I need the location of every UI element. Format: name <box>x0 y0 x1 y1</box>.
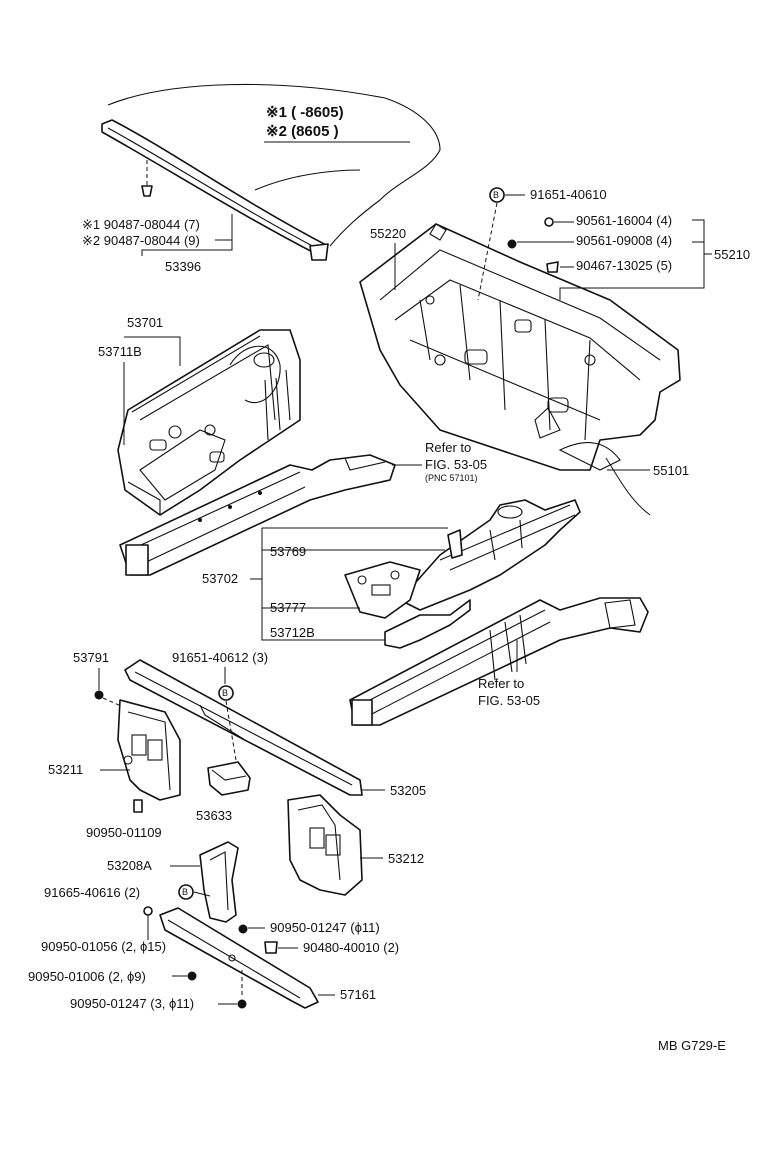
member-53712B <box>384 599 471 649</box>
bracket-53633 <box>207 761 251 796</box>
label-91665-40616: 91665-40616 (2) <box>44 885 140 900</box>
radiator-side-53212 <box>287 794 363 896</box>
label-55220: 55220 <box>370 226 406 241</box>
nut-icon-90950-01247-b <box>237 999 247 1009</box>
refer-1-line3: (PNC 57101) <box>425 473 478 483</box>
label-91651-40610: 91651-40610 <box>530 187 607 202</box>
label-90950-01109: 90950-01109 <box>86 825 162 840</box>
label-53769: 53769 <box>270 544 306 559</box>
label-90467-13025: 90467-13025 (5) <box>576 258 672 273</box>
nut-icon-90950-01006 <box>187 971 197 981</box>
label-53211: 53211 <box>48 762 83 777</box>
label-55101: 55101 <box>653 463 689 478</box>
leader-91665 <box>193 891 211 897</box>
refer-2-line1: Refer to <box>478 676 524 691</box>
legend-line-2: ※2 (8605 ) <box>266 123 339 140</box>
label-90561-16004: 90561-16004 (4) <box>576 213 672 228</box>
radiator-side-53211 <box>117 699 181 801</box>
svg-text:B: B <box>182 887 188 897</box>
apron-53701 <box>117 329 301 516</box>
legend-line-1: ※1 ( -8605) <box>266 104 344 121</box>
label-290487-08044: ※2 90487-08044 (9) <box>82 233 200 248</box>
nut-icon-90950-01056 <box>143 906 153 916</box>
label-90950-01006: 90950-01006 (2, ϕ9) <box>28 969 146 984</box>
svg-text:B: B <box>222 688 228 698</box>
label-53701: 53701 <box>127 315 163 330</box>
label-53777: 53777 <box>270 600 306 615</box>
label-53711B: 53711B <box>98 344 142 359</box>
label-53702: 53702 <box>202 571 238 586</box>
bolt-path-mid <box>225 700 237 761</box>
dash-panel-55101 <box>359 223 681 471</box>
label-53212: 53212 <box>388 851 424 866</box>
label-90950-01247-a: 90950-01247 (ϕ11) <box>270 920 380 935</box>
plate-53777 <box>344 561 421 619</box>
hood-edge <box>254 169 361 191</box>
refer-1-line2: FIG. 53-05 <box>425 457 487 472</box>
leader-55210-down <box>559 287 704 300</box>
apron-right-53702 <box>399 499 581 611</box>
refer-2-line2: FIG. 53-05 <box>478 693 540 708</box>
bracket-55210 <box>692 219 712 289</box>
label-90480-40010: 90480-40010 (2) <box>303 940 399 955</box>
clip-icon-90467-13025 <box>546 261 559 273</box>
bolt-b-icon-mid: B <box>218 685 234 701</box>
bolt-path-top <box>477 202 498 301</box>
label-90561-09008: 90561-09008 (4) <box>576 233 672 248</box>
label-190487-08044: ※1 90487-08044 (7) <box>82 217 200 232</box>
label-90950-01247-b: 90950-01247 (3, ϕ11) <box>70 996 194 1011</box>
hood-outline <box>107 83 441 247</box>
label-57161: 57161 <box>340 987 376 1002</box>
diagram-code: MB G729-E <box>658 1038 726 1053</box>
bracket-53769 <box>447 529 463 559</box>
label-53633: 53633 <box>196 808 232 823</box>
leader-55101-curve <box>605 457 651 516</box>
nut-icon-90561-09008 <box>507 239 517 249</box>
label-53791: 53791 <box>73 650 109 665</box>
nut-icon-53791 <box>94 690 104 700</box>
side-member-left <box>119 454 396 576</box>
label-53712B: 53712B <box>270 625 315 640</box>
label-90950-01056: 90950-01056 (2, ϕ15) <box>41 939 166 954</box>
cross-member-57161 <box>159 907 319 1009</box>
label-53208A: 53208A <box>107 858 152 873</box>
bracket-53702 <box>261 528 385 641</box>
label-91651-40612: 91651-40612 (3) <box>172 650 268 665</box>
nut-icon-90561-16004 <box>544 217 554 227</box>
label-53396: 53396 <box>165 259 201 274</box>
weatherstrip-53396 <box>101 119 329 261</box>
bolt-b-icon-low: B <box>178 884 194 900</box>
nut-icon-90950-01247-a <box>238 924 248 934</box>
grommet-icon-90480-40010 <box>264 941 278 954</box>
svg-text:B: B <box>493 190 499 200</box>
side-member-right <box>349 597 649 726</box>
label-53205: 53205 <box>390 783 426 798</box>
refer-1-line1: Refer to <box>425 440 471 455</box>
lock-support-53208A <box>199 841 239 923</box>
label-55210: 55210 <box>714 247 750 262</box>
clip-icon-90950-01109 <box>133 799 143 813</box>
clip-icon <box>141 185 153 197</box>
leader-53701 <box>124 336 181 366</box>
bolt-b-icon-top: B <box>489 187 505 203</box>
bracket-53396 <box>141 239 233 256</box>
